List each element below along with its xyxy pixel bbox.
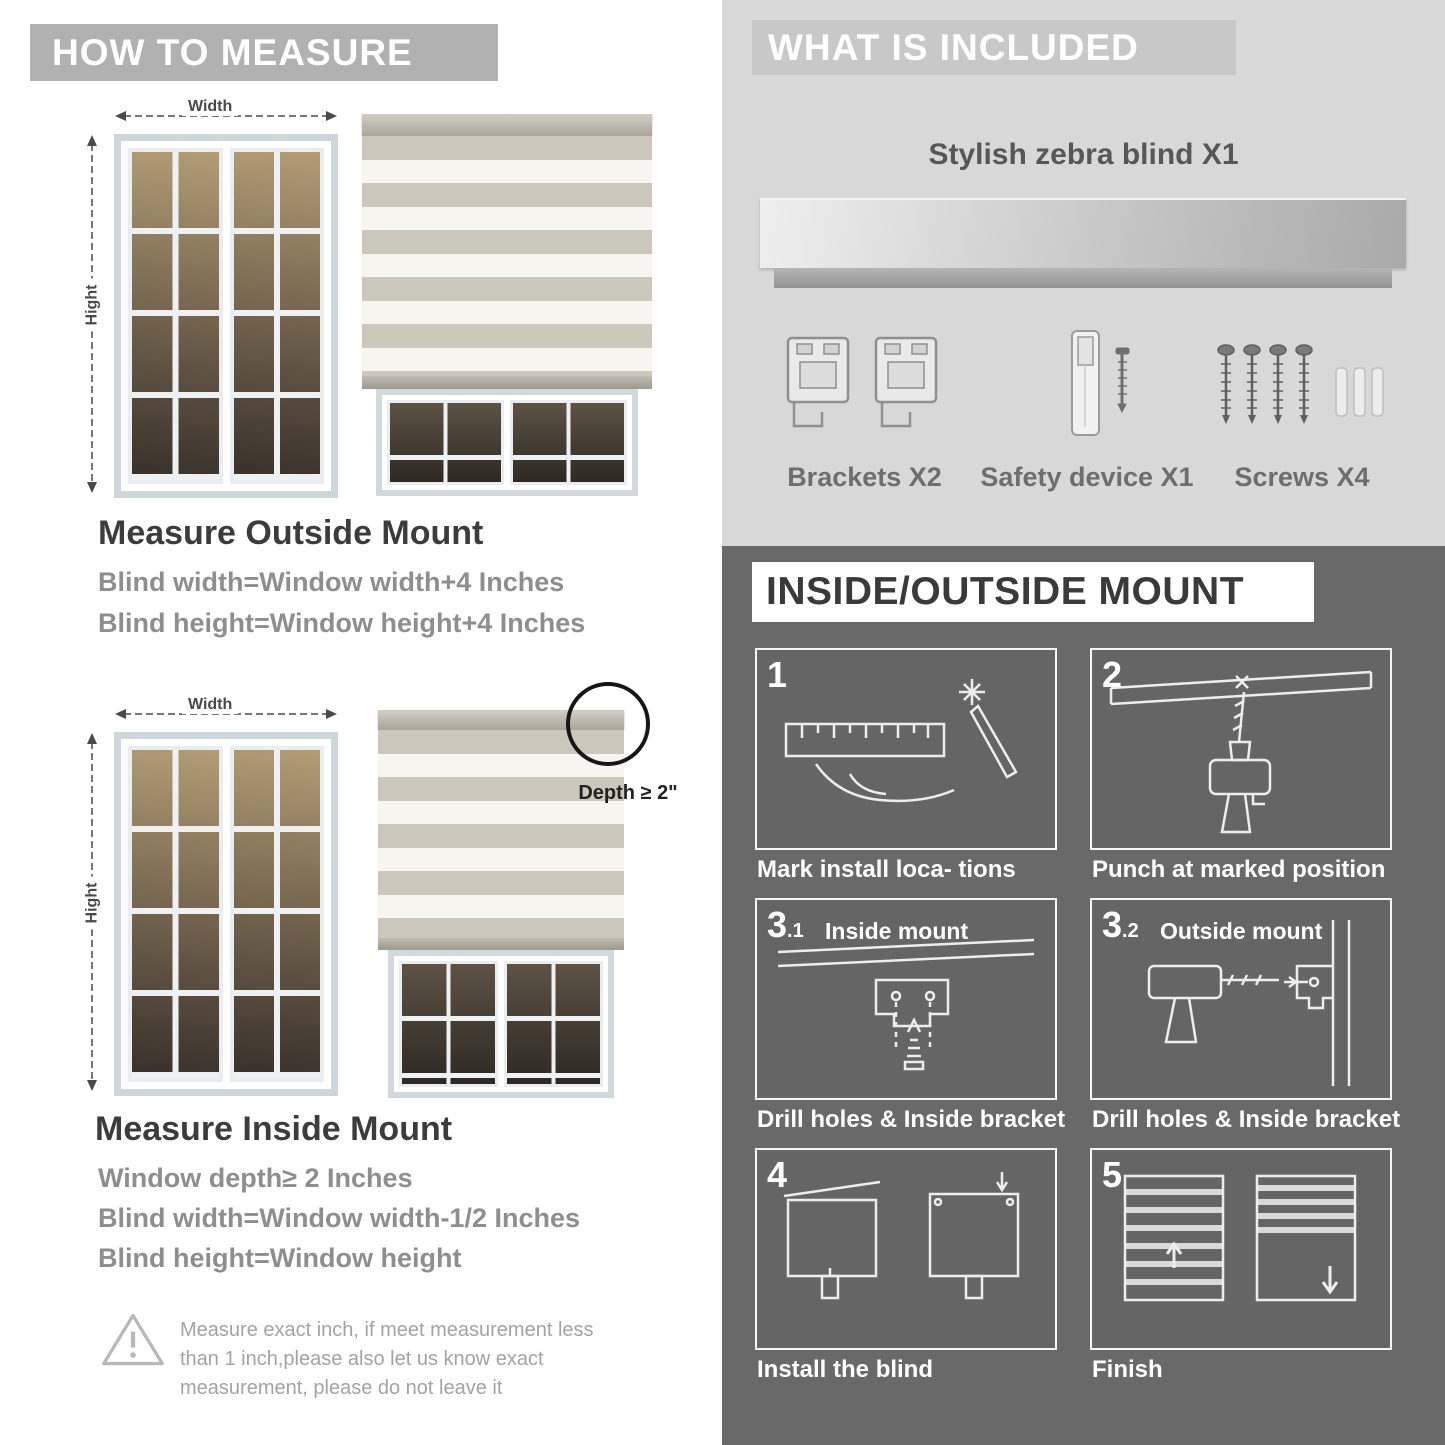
- inside-bracket-art: [777, 938, 1035, 1071]
- step-inner-label: Inside mount: [825, 918, 969, 944]
- step-number: 3.2: [1102, 904, 1139, 945]
- measure-line: Window depth≥ 2 Inches: [98, 1163, 413, 1193]
- measure-line: Blind height=Window height+4 Inches: [98, 608, 586, 638]
- measure-line: Blind width=Window width-1/2 Inches: [98, 1203, 581, 1233]
- finish-art: [1123, 1174, 1357, 1302]
- install-blind-art: [783, 1172, 1020, 1300]
- zebra-blind-stripes: [378, 730, 624, 938]
- step-number: 1: [767, 654, 788, 695]
- width-arrow-icon: [115, 709, 337, 719]
- width-label: Width: [182, 98, 239, 116]
- outside-mount-window-figure: Width Hight: [80, 98, 338, 498]
- step-caption: Drill holes & Inside bracket: [757, 1106, 1066, 1133]
- window-sash: [128, 148, 223, 484]
- inside-mount-title: Measure Inside Mount: [95, 1110, 453, 1148]
- measure-line: Blind width=Window width+4 Inches: [98, 567, 565, 597]
- warning-text: Measure exact inch, if meet measurement …: [180, 1319, 594, 1399]
- window-below-blind: [388, 950, 614, 1098]
- ruler-pencil-art: [784, 679, 1018, 803]
- what-is-included-section: WHAT IS INCLUDED Stylish zebra blind X1: [722, 0, 1445, 546]
- window-sash: [399, 961, 498, 1087]
- step-number: 5: [1102, 1154, 1123, 1195]
- step-caption: Punch at marked position: [1092, 856, 1386, 883]
- safety-device-icon: [1071, 330, 1130, 436]
- window-illustration: [114, 134, 338, 498]
- width-label: Width: [182, 696, 239, 714]
- drill-art: [1109, 670, 1373, 834]
- inside-mount-window-figure: Width Hight: [80, 696, 338, 1096]
- what-is-included-banner: WHAT IS INCLUDED: [752, 20, 1236, 75]
- step-panel-4: 4: [755, 1148, 1057, 1350]
- depth-callout-label: Depth ≥ 2": [578, 782, 678, 804]
- step-panel-3-2: 3.2 Outside mount: [1090, 898, 1392, 1100]
- window-sash: [229, 148, 324, 484]
- step-panel-2: 2: [1090, 648, 1392, 850]
- depth-callout-circle: [566, 682, 650, 766]
- inside-outside-mount-banner: INSIDE/OUTSIDE MOUNT: [752, 562, 1314, 622]
- blind-bottom-rail: [362, 376, 652, 389]
- window-sash: [229, 746, 324, 1082]
- outside-mount-blind-figure: [362, 114, 652, 496]
- measure-line: Blind height=Window height: [98, 1243, 462, 1273]
- zebra-blind-product-lip: [774, 268, 1392, 288]
- window-sash: [510, 400, 627, 485]
- how-to-measure-banner: HOW TO MEASURE: [30, 24, 498, 81]
- width-arrow-icon: [115, 111, 337, 121]
- outside-bracket-art: [1147, 920, 1351, 1086]
- outside-mount-title: Measure Outside Mount: [98, 514, 484, 552]
- step-number: 4: [767, 1154, 788, 1195]
- step-number: 2: [1102, 654, 1123, 695]
- inside-mount-blind-figure: [378, 682, 650, 1098]
- included-item-label: Safety device X1: [980, 462, 1194, 492]
- how-to-measure-section: HOW TO MEASURE Width Hight: [0, 0, 722, 1445]
- blind-bottom-rail: [378, 938, 624, 950]
- mount-instructions-section: INSIDE/OUTSIDE MOUNT 1 Mark install loca…: [722, 546, 1445, 1445]
- included-item-label: Screws X4: [1234, 462, 1370, 492]
- step-panel-1: 1: [755, 648, 1057, 850]
- step-inner-label: Outside mount: [1160, 918, 1323, 944]
- blind-headrail: [378, 710, 624, 730]
- step-caption: Install the blind: [757, 1356, 934, 1383]
- zebra-blind-product-label: Stylish zebra blind X1: [928, 138, 1239, 171]
- blind-headrail: [362, 114, 652, 136]
- hight-label: Hight: [83, 278, 102, 332]
- window-sash: [504, 961, 603, 1087]
- window-sash: [128, 746, 223, 1082]
- hight-label: Hight: [83, 876, 102, 930]
- zebra-blind-product-image: [760, 198, 1406, 268]
- included-item-label: Brackets X2: [787, 462, 942, 492]
- window-below-blind: [376, 389, 638, 496]
- screws-icon: [1217, 343, 1384, 426]
- step-caption: Finish: [1092, 1356, 1163, 1383]
- zebra-blind-stripes: [362, 136, 652, 376]
- step-number: 3.1: [767, 904, 804, 945]
- step-panel-3-1: 3.1 Inside mount: [755, 898, 1057, 1100]
- warning-triangle-icon: [102, 1313, 164, 1366]
- step-caption: Mark install loca- tions: [757, 856, 1016, 883]
- brackets-icon: [786, 336, 938, 428]
- step-caption: Drill holes & Inside bracket: [1092, 1106, 1401, 1133]
- window-sash: [387, 400, 504, 485]
- step-panel-5: 5: [1090, 1148, 1392, 1350]
- window-illustration: [114, 732, 338, 1096]
